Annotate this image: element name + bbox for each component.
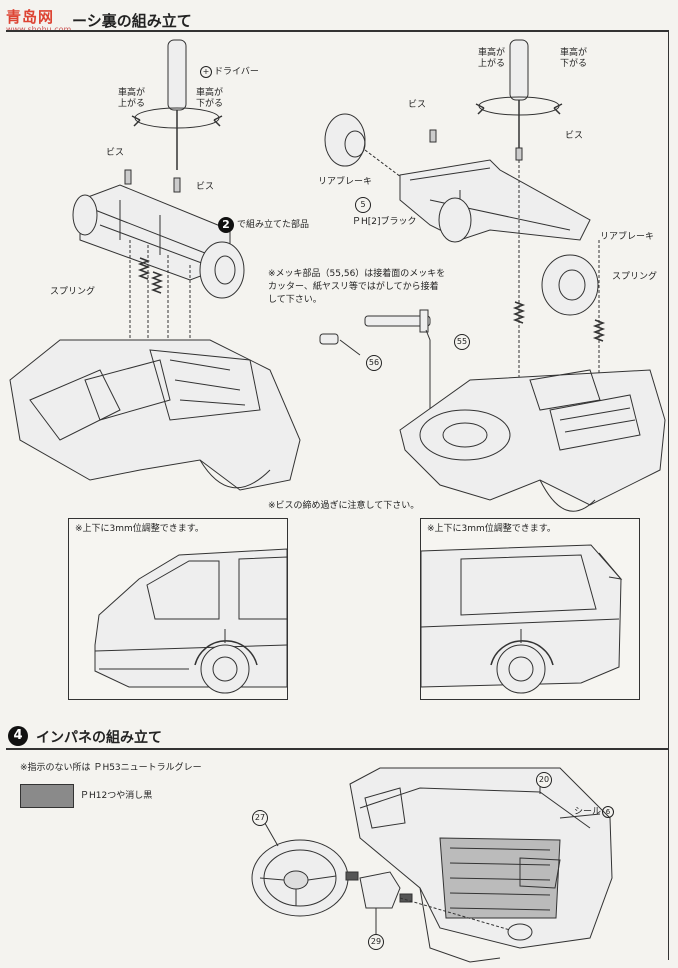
screw-right-2 — [515, 147, 523, 161]
rear-brake-drum-right — [541, 254, 599, 316]
spring-left — [137, 257, 151, 280]
screwdriver-handle-right — [509, 39, 529, 101]
chassis-left — [9, 339, 301, 491]
seal-number: 6 — [602, 806, 615, 818]
swatch-label: ＰH12つや消し黒 — [80, 791, 153, 801]
screwdriver-handle — [167, 39, 187, 111]
brake-drum-left — [72, 194, 98, 236]
section3-rule — [6, 30, 668, 32]
section4-paint-note: ※指示のない所は ＰH53ニュートラルグレー — [20, 763, 202, 773]
paint-swatch — [20, 784, 74, 808]
right-screw-label-1: ビス — [408, 100, 427, 110]
mekki-note: ※メッキ部品（55,56）は接着面のメッキを カッター、紙ヤスリ等ではがしてから… — [268, 269, 446, 305]
left-spring-label: スプリング — [50, 287, 96, 297]
rotate-arrow-right — [213, 115, 223, 127]
part-20-number: 20 — [536, 772, 552, 788]
spring-right — [150, 271, 164, 294]
left-up-label: 車高が 上がる — [118, 88, 146, 109]
part-27-number: 27 — [252, 810, 268, 826]
van-box-left: ※上下に3mm位調整できます。 — [68, 518, 288, 700]
part-5-paint: ＰH[2]ブラック — [352, 217, 417, 227]
watermark-brand: 青岛网 — [6, 8, 55, 26]
left-assembly-drawing — [9, 39, 301, 491]
van-front-drawing — [94, 548, 288, 694]
right-assembly-drawing — [319, 39, 666, 512]
section4-title: インパネの組み立て — [36, 730, 162, 746]
part-5-number: 5 — [355, 197, 371, 213]
left-screw-label-2: ビス — [196, 182, 215, 192]
right-up-label: 車高が 上がる — [478, 48, 506, 69]
rear-brake-label-left: リアブレーキ — [318, 177, 373, 187]
screw-left — [124, 169, 132, 185]
section4-rule — [6, 748, 668, 750]
van-box-right: ※上下に3mm位調整できます。 — [420, 518, 640, 700]
step2-badge: 2 — [218, 217, 234, 233]
part-29-number: 29 — [368, 934, 384, 950]
screw-center — [173, 177, 181, 193]
watermark-url: www.shohu.com — [6, 25, 71, 34]
steering-column-part — [359, 871, 401, 909]
van-rear-drawing — [420, 544, 623, 694]
adjust-note-left: ※上下に3mm位調整できます。 — [75, 524, 204, 534]
part-56-number: 56 — [366, 355, 382, 371]
paint-h-icon-2: Ｐ — [93, 763, 103, 773]
part-55-number: 55 — [454, 334, 470, 350]
brake-drum-right — [199, 241, 245, 299]
section3-title: ーシ裏の組み立て — [72, 12, 192, 30]
right-spring-label: スプリング — [612, 272, 658, 282]
screw-right-1 — [429, 129, 437, 143]
paint-h-icon-3: Ｐ — [80, 791, 90, 801]
screw-tightening-note: ※ビスの締め過ぎに注意して下さい。 — [268, 501, 420, 511]
spare-tire — [419, 409, 511, 461]
adjust-note-right: ※上下に3mm位調整できます。 — [427, 524, 556, 534]
right-screw-label-2: ビス — [565, 131, 584, 141]
part-56-cap — [319, 333, 339, 345]
phillips-icon: + — [200, 66, 212, 78]
page-right-border — [668, 30, 669, 960]
instrument-panel-drawing — [251, 767, 613, 963]
part-55-bar — [364, 315, 431, 327]
rotate-arrow-left — [131, 115, 141, 127]
left-driver-label: +ドライバー — [200, 66, 259, 78]
step2-text: で組み立てた部品 — [237, 220, 310, 230]
rear-brake-label-right: リアブレーキ — [600, 232, 655, 242]
left-down-label: 車高が 下がる — [196, 88, 224, 109]
watermark-logo: 青岛网 www.shohu.com — [6, 6, 71, 34]
step4-badge: 4 — [8, 726, 28, 746]
left-screw-label-1: ビス — [106, 148, 125, 158]
paint-h-icon: Ｐ — [352, 217, 362, 227]
right-down-label: 車高が 下がる — [560, 48, 588, 69]
